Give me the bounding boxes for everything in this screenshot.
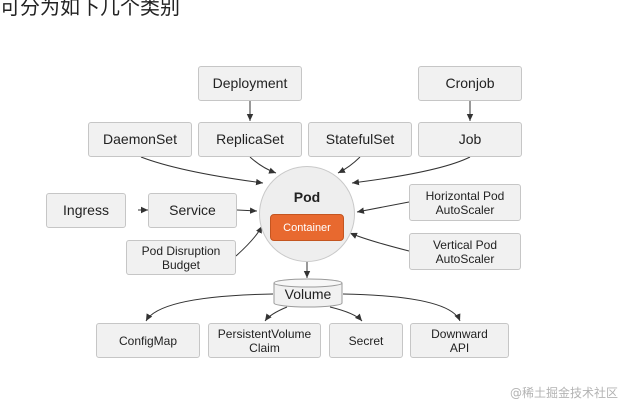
node-replicaset: ReplicaSet bbox=[198, 122, 302, 157]
node-daemonset: DaemonSet bbox=[88, 122, 192, 157]
node-job: Job bbox=[418, 122, 522, 157]
edge-volume-pvc bbox=[264, 306, 288, 322]
node-secret: Secret bbox=[329, 323, 403, 358]
node-cronjob: Cronjob bbox=[418, 66, 522, 101]
volume-cylinder-icon bbox=[273, 278, 343, 308]
node-configmap: ConfigMap bbox=[96, 323, 200, 358]
node-pod: Pod Container bbox=[259, 166, 355, 262]
volume-label: Volume bbox=[284, 286, 332, 302]
node-volume: Volume bbox=[273, 278, 343, 308]
edge-hpa-pod bbox=[356, 201, 410, 214]
downward-line-1: Downward bbox=[431, 326, 488, 341]
pdb-line-2: Budget bbox=[161, 257, 201, 272]
edge-volume-downward bbox=[342, 293, 461, 322]
edge-service-pod bbox=[236, 207, 258, 214]
pod-label: Pod bbox=[293, 189, 321, 205]
pvc-line-1: PersistentVolume bbox=[217, 326, 312, 341]
node-service: Service bbox=[148, 193, 237, 228]
node-deployment: Deployment bbox=[198, 66, 302, 101]
edge-vpa-pod bbox=[349, 232, 410, 252]
node-ingress: Ingress bbox=[46, 193, 126, 228]
pdb-line-1: Pod Disruption bbox=[141, 243, 221, 258]
pvc-line-2: Claim bbox=[249, 340, 280, 355]
page-heading: 可分为如下几个类别 bbox=[0, 0, 180, 19]
edge-pdb-pod bbox=[235, 225, 263, 257]
vpa-line-1: Vertical Pod bbox=[432, 237, 498, 252]
edge-replicaset-pod bbox=[249, 156, 277, 174]
edge-volume-secret bbox=[329, 306, 363, 322]
edge-job-pod bbox=[351, 156, 471, 186]
downward-line-2: API bbox=[449, 340, 470, 355]
edge-volume-configmap bbox=[145, 293, 274, 322]
edge-daemonset-pod bbox=[140, 156, 264, 186]
hpa-line-2: AutoScaler bbox=[435, 202, 495, 217]
node-container: Container bbox=[270, 214, 344, 241]
vpa-line-2: AutoScaler bbox=[435, 251, 495, 266]
edge-statefulset-pod bbox=[337, 156, 361, 174]
node-statefulset: StatefulSet bbox=[308, 122, 412, 157]
watermark: @稀土掘金技术社区 bbox=[510, 386, 619, 400]
hpa-line-1: Horizontal Pod bbox=[425, 188, 505, 203]
